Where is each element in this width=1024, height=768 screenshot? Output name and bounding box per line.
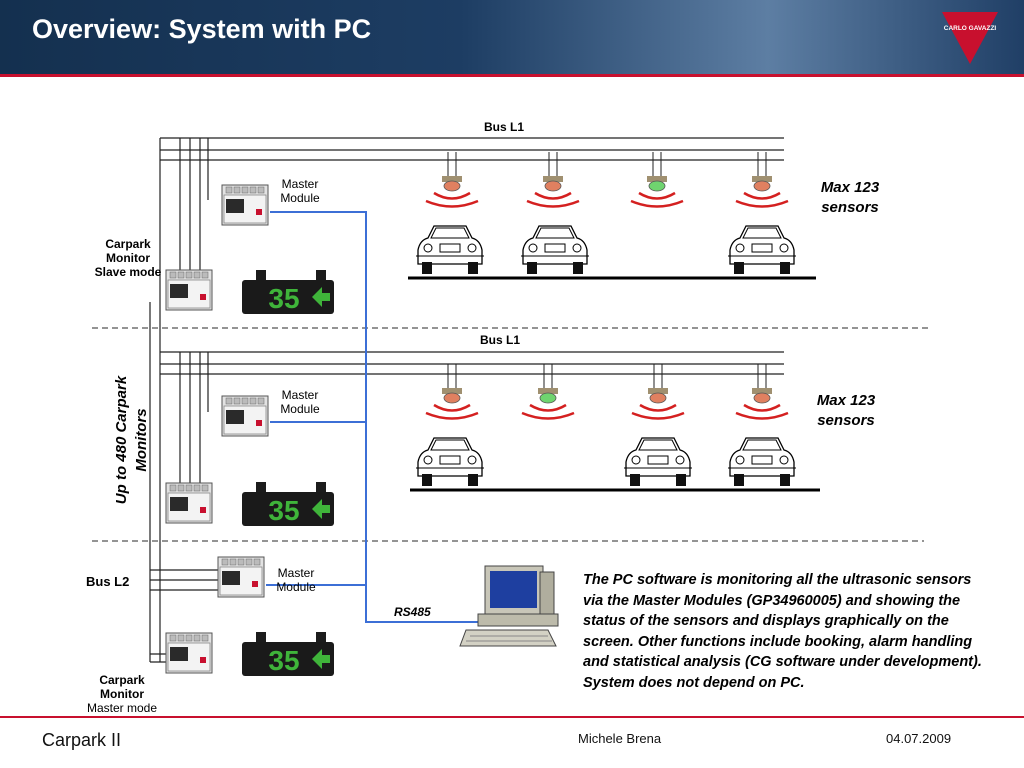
ultrasonic-sensor-icon [521,364,575,420]
up-to-480-monitors-label: Up to 480 Carpark Monitors [113,375,150,505]
ultrasonic-sensor-icon [630,152,684,208]
footer-title: Carpark II [42,730,122,750]
pc-computer-icon [459,565,559,647]
bus-l2-lines [150,569,224,663]
dashed-separators [92,327,930,542]
car-icon [521,225,589,274]
master-module-label-2: Master Module [280,388,320,416]
carpark-monitor-slave-label: Carpark Monitor Slave mode [94,237,162,279]
slave-monitor-icon-2 [165,482,213,524]
svg-text:35: 35 [268,283,299,314]
master-module-icon-3 [217,556,265,598]
svg-text:CARLO GAVAZZI: CARLO GAVAZZI [944,25,997,32]
ultrasonic-sensor-icon [425,364,479,420]
bus-l1-mid-label: Bus L1 [479,333,520,347]
master-module-icon-2 [221,395,269,437]
footer-date: 04.07.2009 [886,731,952,746]
slide-title: Overview: System with PC [32,14,372,44]
vertical-backbone [149,138,209,662]
slave-monitor-icon-1 [165,269,213,311]
module-group [165,184,269,674]
ultrasonic-sensor-icon [735,152,789,208]
car-icon [624,437,692,486]
road-lines [408,276,820,492]
footer-divider [0,716,1024,718]
header-divider [0,74,1024,77]
master-module-label-1: Master Module [280,177,320,205]
car-icon [728,225,796,274]
bus-l1-mid-lines [160,351,784,375]
led-display-icon-2: 35 [242,482,334,526]
car-group [416,225,796,486]
led-display-icon-3: 35 [242,632,334,676]
car-icon [416,225,484,274]
ultrasonic-sensor-icon [631,364,685,420]
svg-text:35: 35 [268,495,299,526]
display-group: 35 35 35 [242,270,334,676]
master-monitor-icon [165,632,213,674]
bus-l1-top-label: Bus L1 [483,120,524,134]
ultrasonic-sensor-icon [526,152,580,208]
svg-text:35: 35 [268,645,299,676]
master-module-label-3: Master Module [276,566,316,594]
carlo-gavazzi-logo: CARLO GAVAZZI [942,12,998,64]
car-icon [728,437,796,486]
carpark-monitor-master-label: Carpark Monitor Master mode [86,673,158,715]
bus-l2-label: Bus L2 [86,574,130,589]
description-text: The PC software is monitoring all the ul… [583,572,982,691]
rs485-link [266,211,482,623]
max-sensors-label-1: Max 123 sensors [820,179,880,216]
max-sensors-label-2: Max 123 sensors [816,392,876,429]
ultrasonic-sensor-icon [735,364,789,420]
sensor-group [425,152,789,420]
ultrasonic-sensor-icon [425,152,479,208]
car-icon [416,437,484,486]
master-module-icon-1 [221,184,269,226]
rs485-label: RS485 [394,605,431,619]
header-bar [0,0,1024,74]
footer-author: Michele Brena [578,731,662,746]
led-display-icon-1: 35 [242,270,334,314]
bus-l1-top-lines [160,137,784,161]
